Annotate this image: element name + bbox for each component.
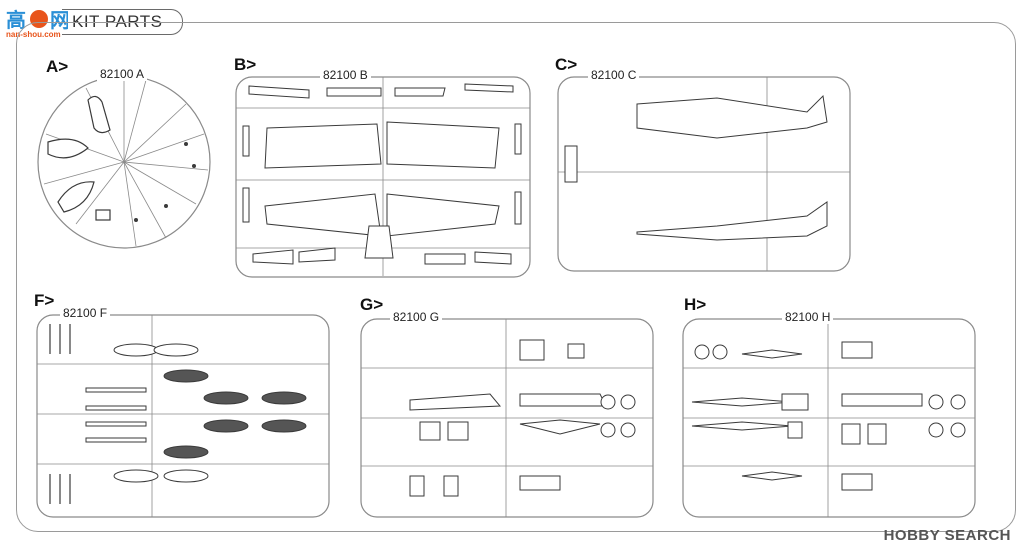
page-title: KIT PARTS <box>72 12 163 31</box>
sprue-a-label: A> <box>46 57 69 76</box>
sprue-h-label: H> <box>684 295 707 314</box>
sprue-f-part-no: 82100 F <box>60 306 111 320</box>
sprue-g <box>360 318 654 518</box>
sprue-c <box>557 76 851 272</box>
sprue-a <box>37 75 211 249</box>
sprue-c-part-no: 82100 C <box>588 68 640 82</box>
sprue-a-part-no: 82100 A <box>97 67 148 81</box>
sprue-b <box>235 76 531 278</box>
sprue-b-label: B> <box>234 55 257 74</box>
sprue-h-part-no: 82100 H <box>782 310 834 324</box>
svg-text:高: 高 <box>6 8 26 32</box>
parts-frame <box>16 22 1016 532</box>
sprue-f <box>36 314 330 518</box>
sprue-c-label: C> <box>555 55 578 74</box>
sprue-g-part-no: 82100 G <box>390 310 443 324</box>
sprue-b-part-no: 82100 B <box>320 68 371 82</box>
sprue-g-label: G> <box>360 295 384 314</box>
sprue-f-label: F> <box>34 291 55 310</box>
sprue-h <box>682 318 976 518</box>
watermark: HOBBY SEARCH <box>883 527 1011 544</box>
